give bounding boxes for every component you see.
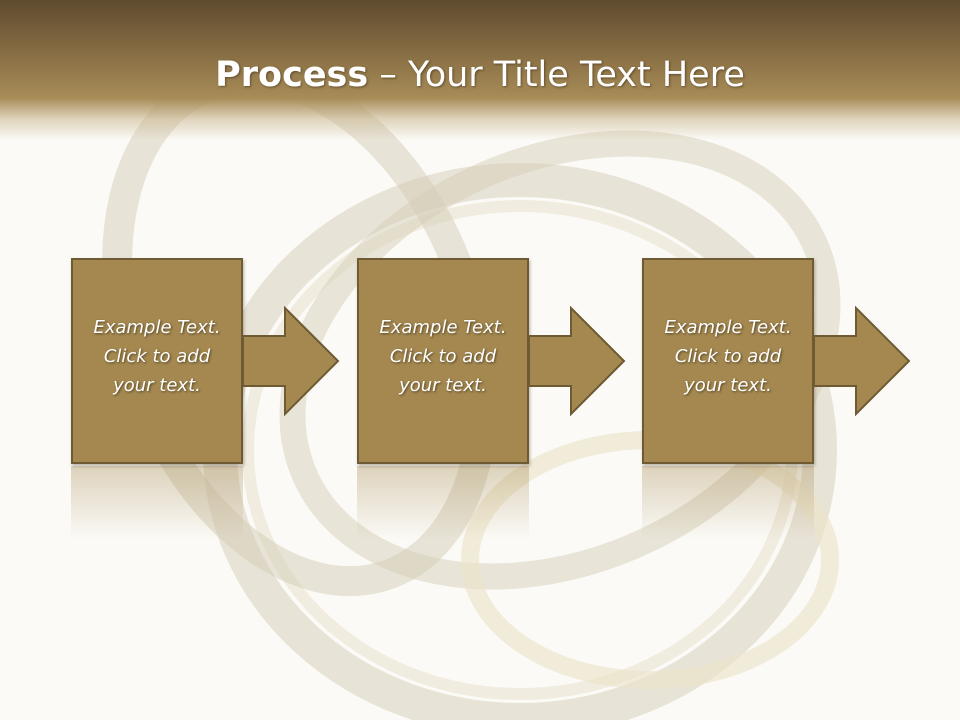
- title-bold-text: Process: [215, 55, 369, 95]
- step-2-reflection: [357, 466, 529, 540]
- step-1-box[interactable]: Example Text. Click to add your text.: [71, 258, 243, 464]
- step-2-box[interactable]: Example Text. Click to add your text.: [357, 258, 529, 464]
- step-1-reflection: [71, 466, 243, 540]
- step-3-text[interactable]: Example Text. Click to add your text.: [664, 316, 792, 396]
- slide-title[interactable]: Process – Your Title Text Here: [0, 52, 960, 98]
- title-rest-text: – Your Title Text Here: [368, 55, 745, 95]
- step-2-text[interactable]: Example Text. Click to add your text.: [379, 316, 507, 396]
- arrow-right-icon: [529, 306, 626, 416]
- step-3-reflection: [642, 466, 814, 540]
- arrow-right-icon: [814, 306, 911, 416]
- step-1-text[interactable]: Example Text. Click to add your text.: [93, 316, 221, 396]
- step-3-box[interactable]: Example Text. Click to add your text.: [642, 258, 814, 464]
- arrow-right-icon: [243, 306, 340, 416]
- title-bar: [0, 0, 960, 140]
